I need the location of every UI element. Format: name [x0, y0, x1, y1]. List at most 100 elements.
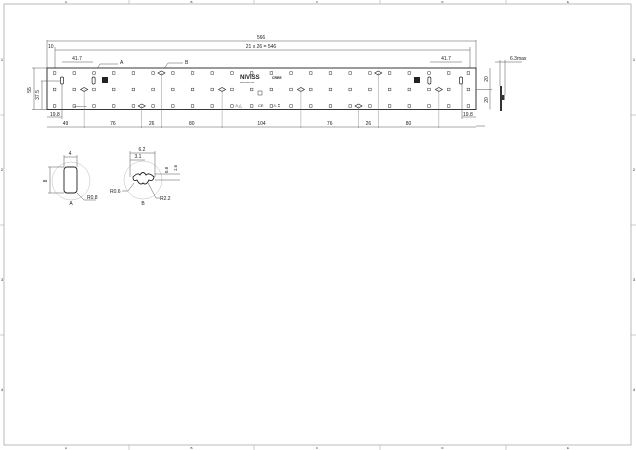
led-pad — [289, 104, 293, 108]
frame-row-label: 3 — [633, 277, 636, 282]
led-pad — [190, 71, 195, 75]
led-pad — [190, 104, 195, 108]
brand-url: www.niviss.com — [240, 82, 254, 84]
led-pad — [92, 87, 96, 92]
dim-bottom-segment: 80 — [406, 121, 412, 127]
led-pad — [53, 71, 57, 75]
frame-row-label: 2 — [633, 167, 636, 172]
frame-column-label: C — [316, 0, 319, 4]
led-pad — [131, 71, 135, 75]
led-pad — [230, 71, 234, 75]
led-pad — [112, 71, 116, 75]
led-pad — [112, 104, 116, 108]
led-pad — [289, 71, 293, 75]
ce-mark-icon: CE — [258, 103, 264, 108]
frame-column-label: B — [190, 0, 192, 4]
led-pad — [250, 104, 254, 108]
connector-right — [414, 77, 420, 83]
led-pad — [407, 71, 411, 75]
frame-column-label: C — [316, 446, 319, 450]
led-pad — [53, 87, 57, 92]
dim-bottom-segment: 26 — [149, 121, 155, 127]
mounting-hole-a — [459, 76, 463, 85]
callout-a: A — [120, 60, 124, 66]
led-pad — [427, 87, 431, 92]
led-pad — [309, 104, 313, 108]
detail-a-width: 4 — [69, 151, 72, 157]
mounting-hole-b — [79, 87, 89, 92]
mounting-hole-b — [354, 103, 363, 109]
led-pad — [131, 104, 135, 108]
detail-a-label: A — [69, 201, 73, 207]
frame-row-label: 4 — [1, 387, 4, 392]
led-pad — [230, 87, 234, 92]
led-pad — [388, 87, 392, 92]
led-pad — [171, 71, 175, 75]
led-pad — [151, 104, 155, 108]
detail-b-radius-small: R0.6 — [110, 189, 121, 195]
mounting-hole-b — [434, 87, 444, 92]
led-pad — [72, 71, 76, 75]
detail-b-radius-large: R2.2 — [160, 196, 171, 202]
led-pad — [72, 87, 76, 92]
detail-a: 4 8 R0.8 A — [43, 151, 98, 207]
led-pad — [171, 87, 175, 92]
detail-b-h1: 0.8 — [164, 166, 169, 173]
led-pad — [151, 87, 155, 92]
dim-oval-spacing-right: 41.7 — [441, 56, 451, 62]
led-pad — [171, 104, 175, 108]
frame-row-label: 1 — [633, 57, 636, 62]
led-pad — [348, 104, 352, 108]
board-label: xxxxxxxx.xxx — [74, 106, 88, 108]
chip-brand: CREE — [272, 76, 282, 80]
frame-row-label: 1 — [1, 57, 4, 62]
dim-bottom-segment: 80 — [189, 121, 195, 127]
led-pad — [368, 87, 372, 92]
dim-bottom-segment: 104 — [257, 121, 266, 127]
mounting-hole-b — [137, 103, 146, 109]
side-view: 6.3max — [495, 56, 527, 111]
led-pad — [466, 71, 470, 75]
dim-oval-spacing-left: 41.7 — [72, 56, 82, 62]
mounting-hole-b — [217, 87, 227, 92]
brand-logo: NIVISS — [240, 75, 260, 81]
dim-left-oval-offset: 19.8 — [50, 112, 60, 118]
led-pad — [92, 71, 96, 75]
detail-b-label: B — [141, 201, 145, 207]
led-pad — [388, 104, 392, 108]
frame-column-label: D — [441, 446, 444, 450]
led-pad — [407, 87, 411, 92]
dim-edge-offset: 10 — [48, 44, 54, 50]
warning-icon-2: ⚠ ⌶ — [273, 103, 281, 108]
led-pad — [92, 104, 96, 108]
dim-pitch: 21 x 26 = 546 — [246, 44, 277, 50]
led-pad — [210, 87, 214, 92]
led-board: NIVISS www.niviss.com CREE xxxxxxxx.xxx … — [46, 67, 477, 128]
led-pad — [72, 104, 76, 108]
led-pad — [328, 87, 333, 92]
led-pad — [466, 104, 470, 108]
dim-right-oval-offset: 19.8 — [463, 112, 473, 118]
led-pad — [447, 104, 451, 108]
dim-bottom-segment: 49 — [63, 121, 69, 127]
frame-column-label: D — [441, 0, 444, 4]
led-pad — [269, 71, 273, 75]
led-pad — [210, 71, 214, 75]
top-dimensions: 566 21 x 26 = 546 10 41.7 41.7 A B — [46, 35, 477, 73]
dim-height: 55 — [27, 87, 33, 93]
frame-column-label: A — [65, 446, 67, 450]
led-pad — [328, 71, 333, 75]
led-pad — [447, 87, 451, 92]
detail-a-height: 8 — [43, 179, 49, 182]
dim-hole-height: 37.5 — [35, 90, 41, 100]
mounting-hole-a — [91, 76, 96, 85]
detail-a-radius: R0.8 — [87, 195, 98, 201]
led-pad — [289, 87, 293, 92]
led-pad — [348, 71, 352, 75]
led-pad — [427, 71, 431, 75]
led-pad — [210, 104, 214, 108]
warning-icon: ⚠△ — [235, 103, 243, 108]
frame-column-label: E — [567, 446, 569, 450]
frame-column-label: E — [567, 0, 569, 4]
